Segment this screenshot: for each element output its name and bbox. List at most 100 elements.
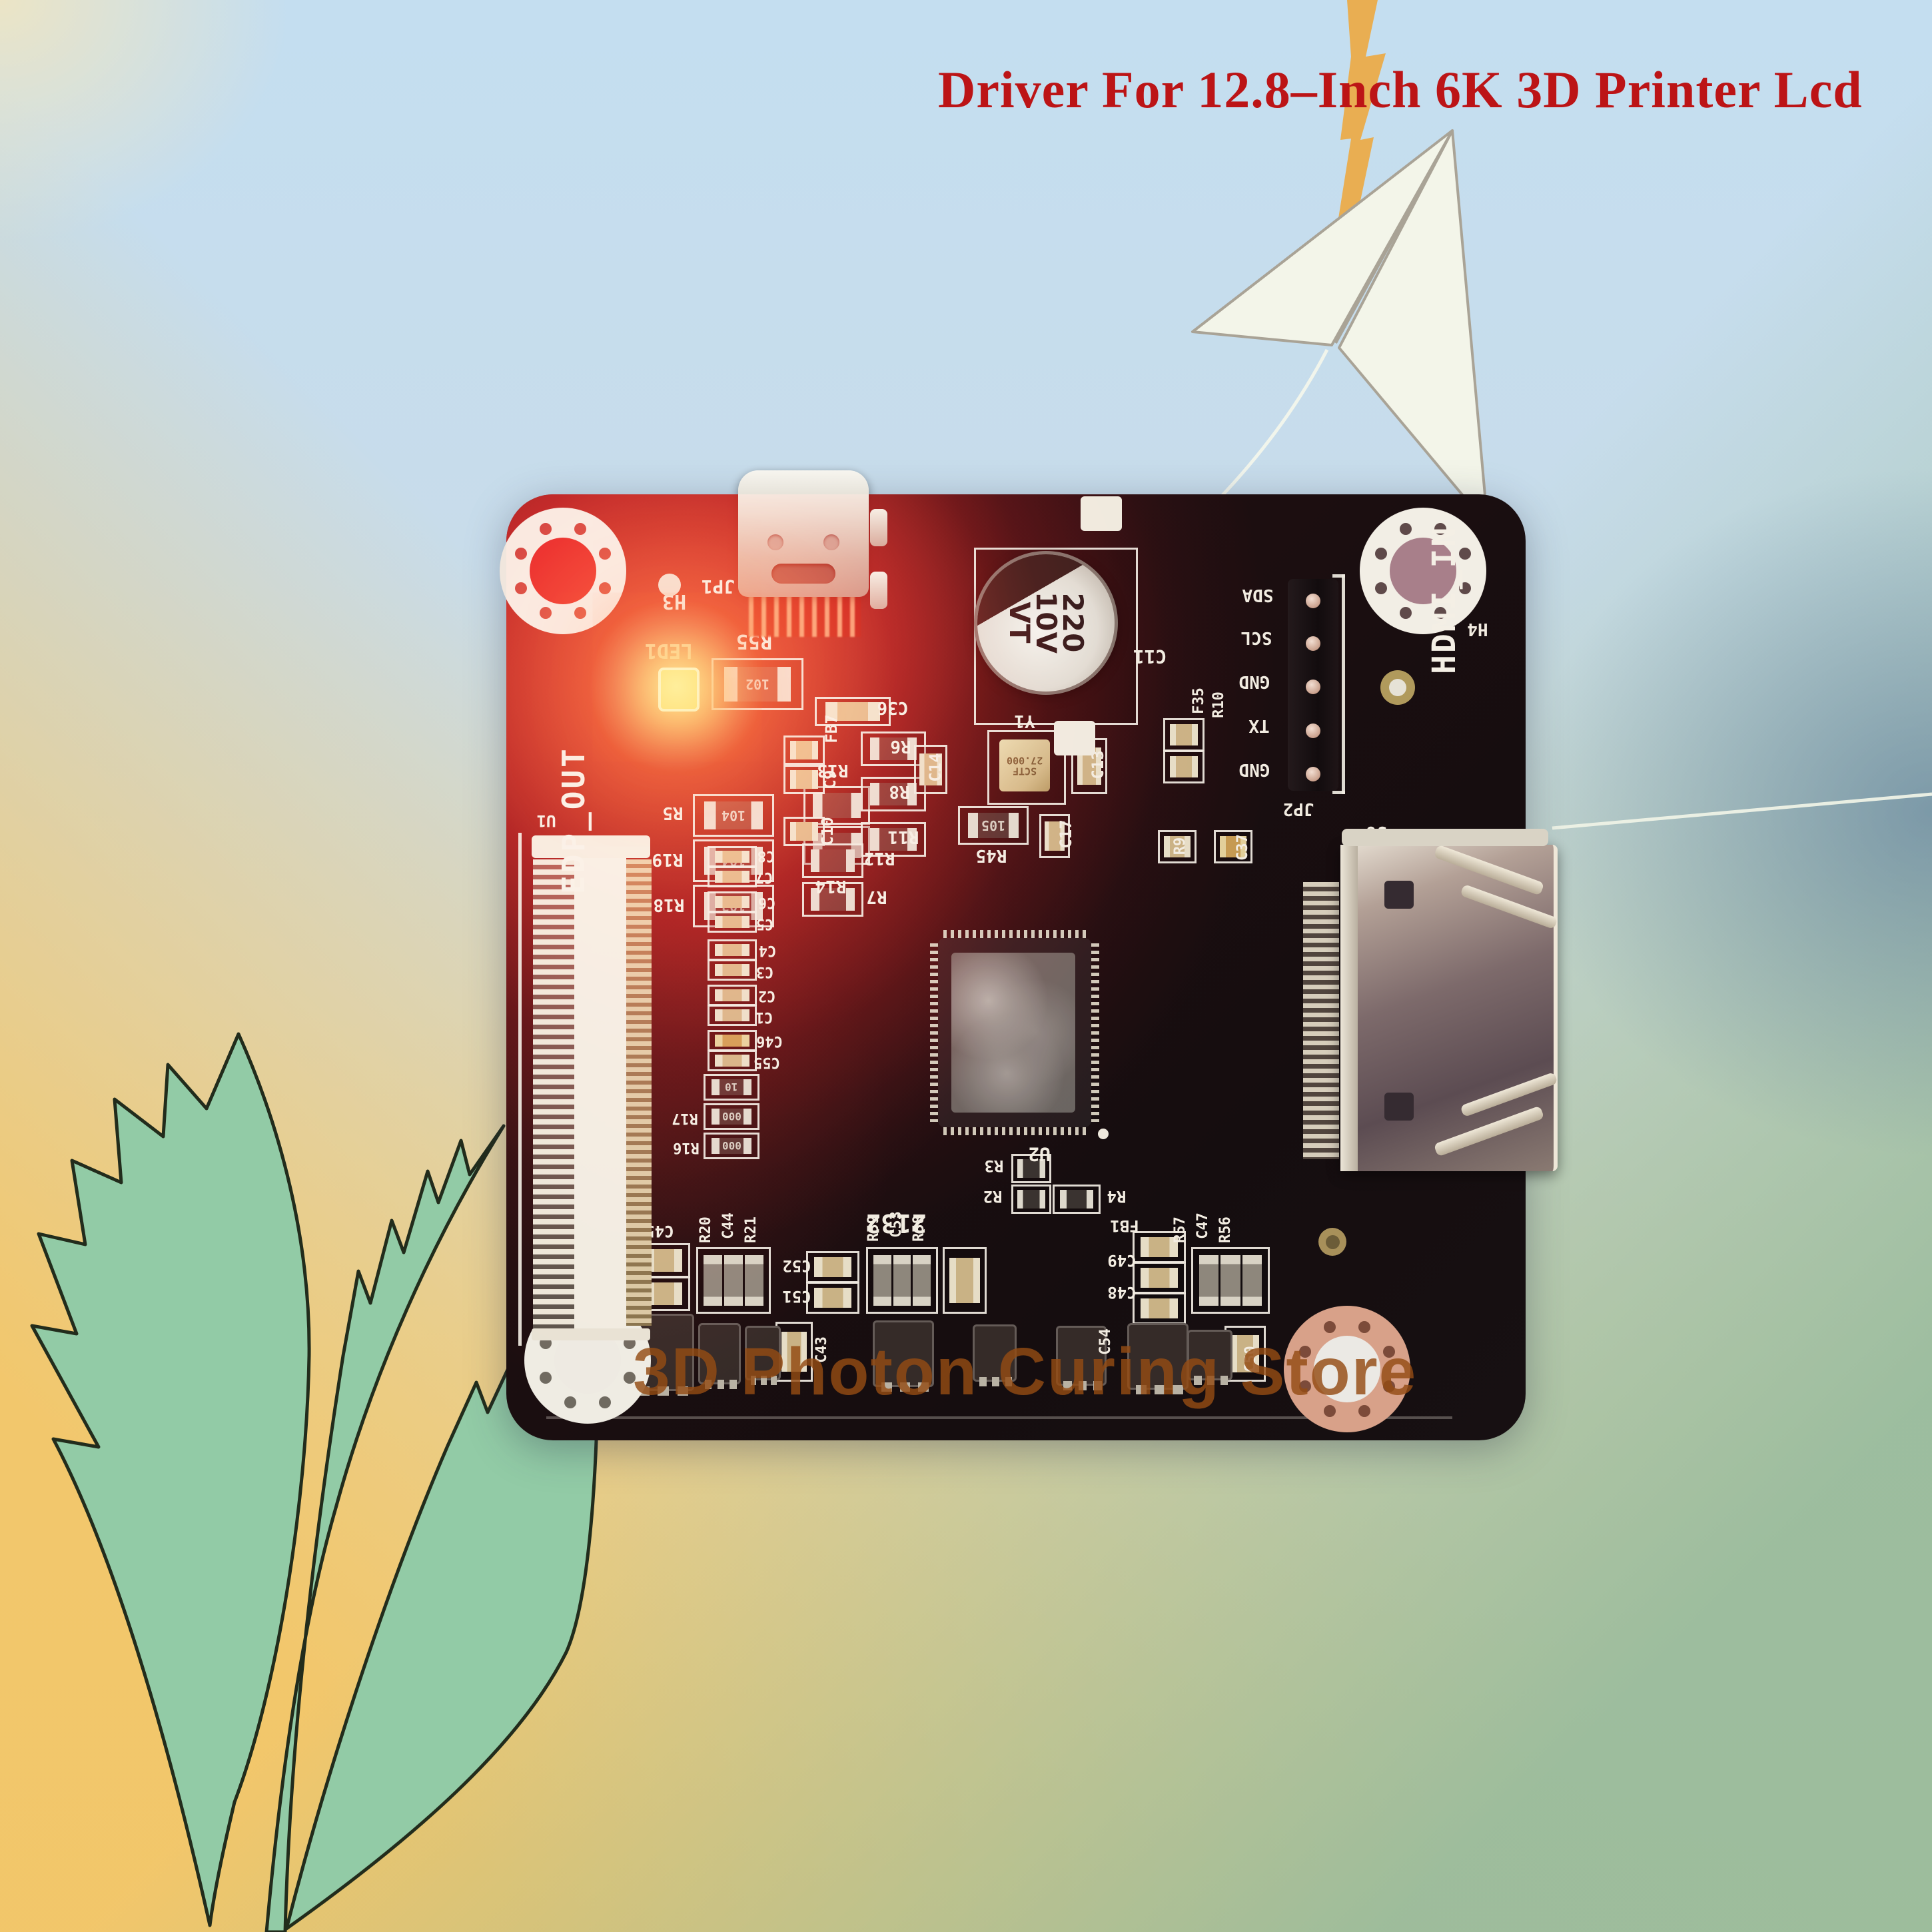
usb-c-connector xyxy=(738,470,869,597)
hole-ring-dot xyxy=(1323,1321,1336,1334)
capacitor-body xyxy=(1169,756,1199,777)
component-cap xyxy=(708,1050,757,1071)
component-slot xyxy=(1242,1255,1262,1306)
via-center xyxy=(1389,679,1406,696)
usb-c-screw-left xyxy=(767,534,783,550)
silkscreen-label: FB7 xyxy=(822,714,841,743)
component-slot xyxy=(913,1255,931,1306)
resistor-marking: 105 xyxy=(981,817,1006,833)
resistor-body: 104 xyxy=(704,801,763,829)
component-cap xyxy=(943,1247,987,1314)
resistor-marking: 104 xyxy=(721,807,746,823)
capacitor-body xyxy=(789,741,819,759)
via xyxy=(1318,1228,1346,1256)
silkscreen-label: C2 xyxy=(757,987,776,1004)
silkscreen-label: R57 xyxy=(1172,1216,1189,1243)
edp-connector-pins xyxy=(626,859,652,1326)
capacitor-body xyxy=(715,915,749,929)
component-slot xyxy=(1199,1255,1219,1306)
silkscreen-label: R12 xyxy=(863,848,895,868)
resistor-body: 000 xyxy=(712,1108,751,1125)
silkscreen-label: C10 xyxy=(818,817,837,846)
power-led xyxy=(658,668,700,712)
silkscreen-label: R5 xyxy=(662,803,684,823)
silkscreen-label: U1 xyxy=(536,811,556,830)
silkscreen-label: GND xyxy=(1238,759,1270,779)
silkscreen-label: JP2 xyxy=(1282,799,1314,819)
silkscreen-label: GND xyxy=(1238,672,1270,692)
silkscreen-label: C4 xyxy=(758,942,777,959)
component-res: 105 xyxy=(958,806,1029,845)
jp2-pin-header xyxy=(1288,579,1338,791)
header-pin xyxy=(1306,724,1320,738)
feather-leaves-icon xyxy=(30,1032,600,1932)
driver-chip-u2 xyxy=(930,930,1099,1135)
usb-c-solder-pins xyxy=(749,596,861,637)
silkscreen-label: R58 xyxy=(911,1215,927,1242)
lightning-bolt-icon xyxy=(1338,0,1386,268)
hole-ring-dot xyxy=(598,547,611,560)
chip-pins-left xyxy=(930,943,938,1122)
chip-pins-top xyxy=(943,930,1086,938)
silkscreen-label: R7 xyxy=(866,887,887,907)
mounting-hole xyxy=(500,508,626,634)
silkscreen-label: U2 xyxy=(1028,1143,1051,1165)
component-cap xyxy=(806,1251,859,1283)
silkscreen-label: C49 xyxy=(1107,1251,1137,1270)
silkscreen-label: R45 xyxy=(975,845,1007,865)
resistor-body: 10 xyxy=(712,1079,751,1096)
silkscreen-label: LED1 xyxy=(644,639,694,662)
component-cap xyxy=(708,891,757,913)
jp2-bracket-tick-top xyxy=(1332,574,1345,578)
header-pin xyxy=(1306,594,1320,608)
via-center xyxy=(1325,1234,1340,1249)
silkscreen-label: C52 xyxy=(782,1256,811,1275)
resistor-body: 105 xyxy=(968,813,1019,838)
usb-c-screw-right xyxy=(823,534,839,550)
hole-ring-dot xyxy=(540,1372,552,1384)
capacitor-body xyxy=(715,895,749,909)
resistor-marking: 000 xyxy=(722,1139,741,1153)
silkscreen-label: C17 xyxy=(1057,819,1075,849)
silkscreen-label: C36 xyxy=(877,698,909,718)
silkscreen-label: R4 xyxy=(1107,1187,1127,1206)
silkscreen-label: C37 xyxy=(1234,834,1251,861)
component-slot xyxy=(1220,1255,1240,1306)
hole-ring-dot xyxy=(564,1396,576,1408)
silkscreen-label: R10 xyxy=(1210,692,1227,718)
silkscreen-label: R8 xyxy=(889,781,910,801)
header-pin xyxy=(1306,636,1320,651)
silkscreen-label: SDA xyxy=(1242,585,1274,605)
jp2-silkscreen-bracket xyxy=(1342,574,1345,794)
silkscreen-label: R56 xyxy=(1217,1216,1234,1243)
capacitor-body xyxy=(715,943,749,957)
silkscreen-label: C14 xyxy=(926,753,945,782)
silkscreen-label: R17 xyxy=(672,1110,698,1127)
hole-ring-dot xyxy=(539,606,552,619)
capacitor-body xyxy=(715,963,749,977)
silkscreen-label: C47 xyxy=(1195,1212,1211,1239)
silkscreen-label: R2 xyxy=(983,1187,1003,1206)
silkscreen-label: JP1 xyxy=(701,576,735,598)
component-cap xyxy=(708,866,757,887)
hole-ring-dot xyxy=(574,606,587,619)
resistor-body xyxy=(813,793,861,818)
silkscreen-label: R20 xyxy=(698,1216,714,1243)
chip-pin1-dot xyxy=(1098,1129,1109,1139)
component-cap xyxy=(1133,1262,1186,1294)
capacitor-body xyxy=(715,1009,749,1022)
component-slot xyxy=(744,1255,763,1306)
capacitor-body xyxy=(789,822,819,841)
mounting-hole xyxy=(1360,508,1486,634)
chip-scratched-top xyxy=(951,953,1075,1113)
component-res: 104 xyxy=(693,794,774,837)
capacitor-pad-bottom xyxy=(1054,721,1095,755)
mounting-hole-center xyxy=(530,538,596,604)
component-triple xyxy=(866,1247,938,1314)
component-triple xyxy=(696,1247,771,1314)
hole-ring-dot xyxy=(1375,582,1388,595)
capacitor-body xyxy=(715,989,749,1002)
capacitor-body xyxy=(715,1054,749,1067)
page-title: Driver For 12.8–Inch 6K 3D Printer Lcd xyxy=(938,61,1863,119)
